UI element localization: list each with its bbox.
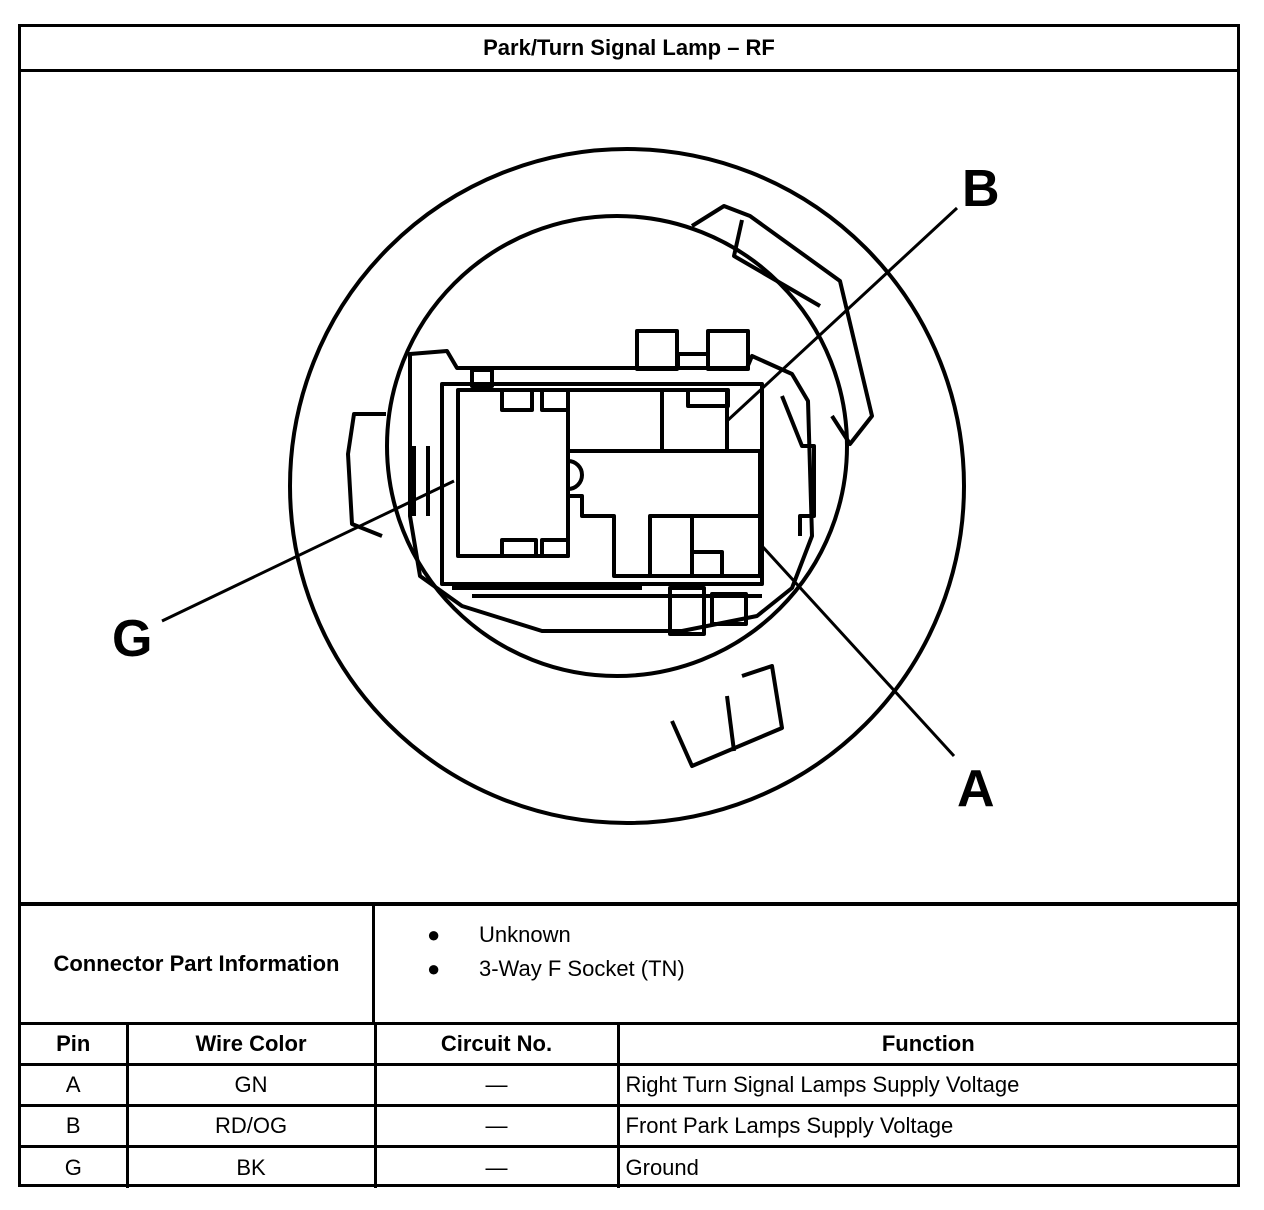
page-title: Park/Turn Signal Lamp – RF	[21, 27, 1237, 72]
wire-color-cell: GN	[125, 1063, 377, 1107]
circuit-no-cell: —	[373, 1104, 620, 1148]
column-header-pin: Pin	[21, 1022, 129, 1066]
connector-info-row: Connector Part Information ● Unknown ● 3…	[21, 902, 1237, 1022]
wire-color-cell: BK	[125, 1145, 377, 1188]
table-row: G BK — Ground	[21, 1145, 1237, 1188]
connector-info-item: ● 3-Way F Socket (TN)	[427, 952, 1237, 986]
function-cell: Front Park Lamps Supply Voltage	[616, 1104, 1237, 1148]
connector-info-label: Connector Part Information	[21, 906, 375, 1022]
wire-color-cell: RD/OG	[125, 1104, 377, 1148]
column-header-wire-color: Wire Color	[125, 1022, 377, 1066]
connector-info-item: ● Unknown	[427, 918, 1237, 952]
circuit-no-cell: —	[373, 1063, 620, 1107]
bullet-icon: ●	[427, 922, 441, 947]
pin-cell: G	[21, 1145, 129, 1188]
column-header-function: Function	[616, 1022, 1237, 1066]
pin-table: Pin Wire Color Circuit No. Function A GN…	[21, 1022, 1237, 1188]
function-cell: Ground	[616, 1145, 1237, 1188]
pin-cell: A	[21, 1063, 129, 1107]
table-header-row: Pin Wire Color Circuit No. Function	[21, 1022, 1237, 1066]
circuit-no-cell: —	[373, 1145, 620, 1188]
column-header-circuit-no: Circuit No.	[373, 1022, 620, 1066]
table-row: B RD/OG — Front Park Lamps Supply Voltag…	[21, 1104, 1237, 1148]
pin-cell: B	[21, 1104, 129, 1148]
function-cell: Right Turn Signal Lamps Supply Voltage	[616, 1063, 1237, 1107]
connector-info-text: 3-Way F Socket (TN)	[479, 956, 685, 981]
connector-sheet: Park/Turn Signal Lamp – RF Connector Par…	[18, 24, 1240, 1188]
connector-info-list: ● Unknown ● 3-Way F Socket (TN)	[375, 906, 1237, 1034]
bullet-icon: ●	[427, 956, 441, 981]
connector-info-text: Unknown	[479, 922, 571, 947]
table-row: A GN — Right Turn Signal Lamps Supply Vo…	[21, 1063, 1237, 1107]
